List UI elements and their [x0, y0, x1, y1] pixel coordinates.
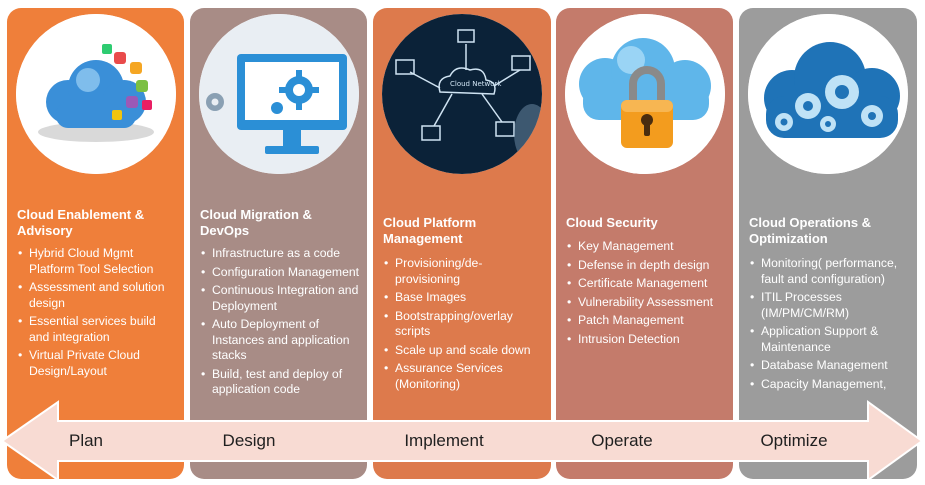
list-item: Intrusion Detection: [566, 332, 727, 348]
list-item: Build, test and deploy of application co…: [200, 367, 361, 398]
list-item: Base Images: [383, 290, 545, 306]
list-item: Monitoring( performance, fault and confi…: [749, 256, 911, 287]
stage-label-design: Design: [222, 431, 276, 450]
network-label: Cloud Network: [450, 80, 502, 88]
list-operate: Key Management Defense in depth design C…: [566, 239, 727, 350]
column-plan: Cloud Enablement & Advisory Hybrid Cloud…: [7, 8, 184, 479]
list-item: Configuration Management: [200, 265, 361, 281]
stage-label-implement: Implement: [404, 431, 484, 450]
monitor-gears-icon: [198, 14, 359, 174]
cloud-gears-icon: [748, 14, 908, 174]
column-implement: Cloud Network Cloud Platform Management …: [373, 8, 551, 479]
list-item: Virtual Private Cloud Design/Layout: [17, 348, 178, 379]
list-item: Assessment and solution design: [17, 280, 178, 311]
list-item: Patch Management: [566, 313, 727, 329]
lifecycle-double-arrow: [0, 400, 924, 482]
list-implement: Provisioning/de-provisioning Base Images…: [383, 256, 545, 395]
stage-label-optimize: Optimize: [760, 431, 828, 450]
list-item: Database Management: [749, 358, 911, 374]
list-item: Scale up and scale down: [383, 343, 545, 359]
list-item: Assurance Services (Monitoring): [383, 361, 545, 392]
list-item: Bootstrapping/overlay scripts: [383, 309, 545, 340]
cloud-padlock-icon: [564, 14, 725, 174]
list-item: Certificate Management: [566, 276, 727, 292]
list-item: Infrastructure as a code: [200, 246, 361, 262]
heading-operate: Cloud Security: [566, 215, 658, 230]
list-item: Continuous Integration and Deployment: [200, 283, 361, 314]
heading-plan: Cloud Enablement & Advisory: [17, 207, 145, 238]
list-item: Essential services build and integration: [17, 314, 178, 345]
cloud-network-icon: Cloud Network: [382, 14, 542, 174]
column-operate: Cloud Security Key Management Defense in…: [556, 8, 733, 479]
list-item: Defense in depth design: [566, 258, 727, 274]
list-item: Provisioning/de-provisioning: [383, 256, 545, 287]
list-item: Capacity Management,: [749, 377, 911, 393]
list-item: ITIL Processes (IM/PM/CM/RM): [749, 290, 911, 321]
heading-optimize: Cloud Operations & Optimization: [749, 215, 872, 246]
cloud-apps-icon: [15, 14, 176, 174]
list-plan: Hybrid Cloud Mgmt Platform Tool Selectio…: [17, 246, 178, 382]
list-item: Auto Deployment of Instances and applica…: [200, 317, 361, 364]
list-item: Hybrid Cloud Mgmt Platform Tool Selectio…: [17, 246, 178, 277]
heading-design: Cloud Migration & DevOps: [200, 207, 312, 238]
list-design: Infrastructure as a code Configuration M…: [200, 246, 361, 401]
column-optimize: Cloud Operations & Optimization Monitori…: [739, 8, 917, 479]
list-item: Application Support & Maintenance: [749, 324, 911, 355]
list-item: Vulnerability Assessment: [566, 295, 727, 311]
stage-label-plan: Plan: [68, 431, 104, 450]
list-optimize: Monitoring( performance, fault and confi…: [749, 256, 911, 395]
stage-label-operate: Operate: [591, 431, 653, 450]
heading-implement: Cloud Platform Management: [383, 215, 477, 246]
column-design: Cloud Migration & DevOps Infrastructure …: [190, 8, 367, 479]
list-item: Key Management: [566, 239, 727, 255]
